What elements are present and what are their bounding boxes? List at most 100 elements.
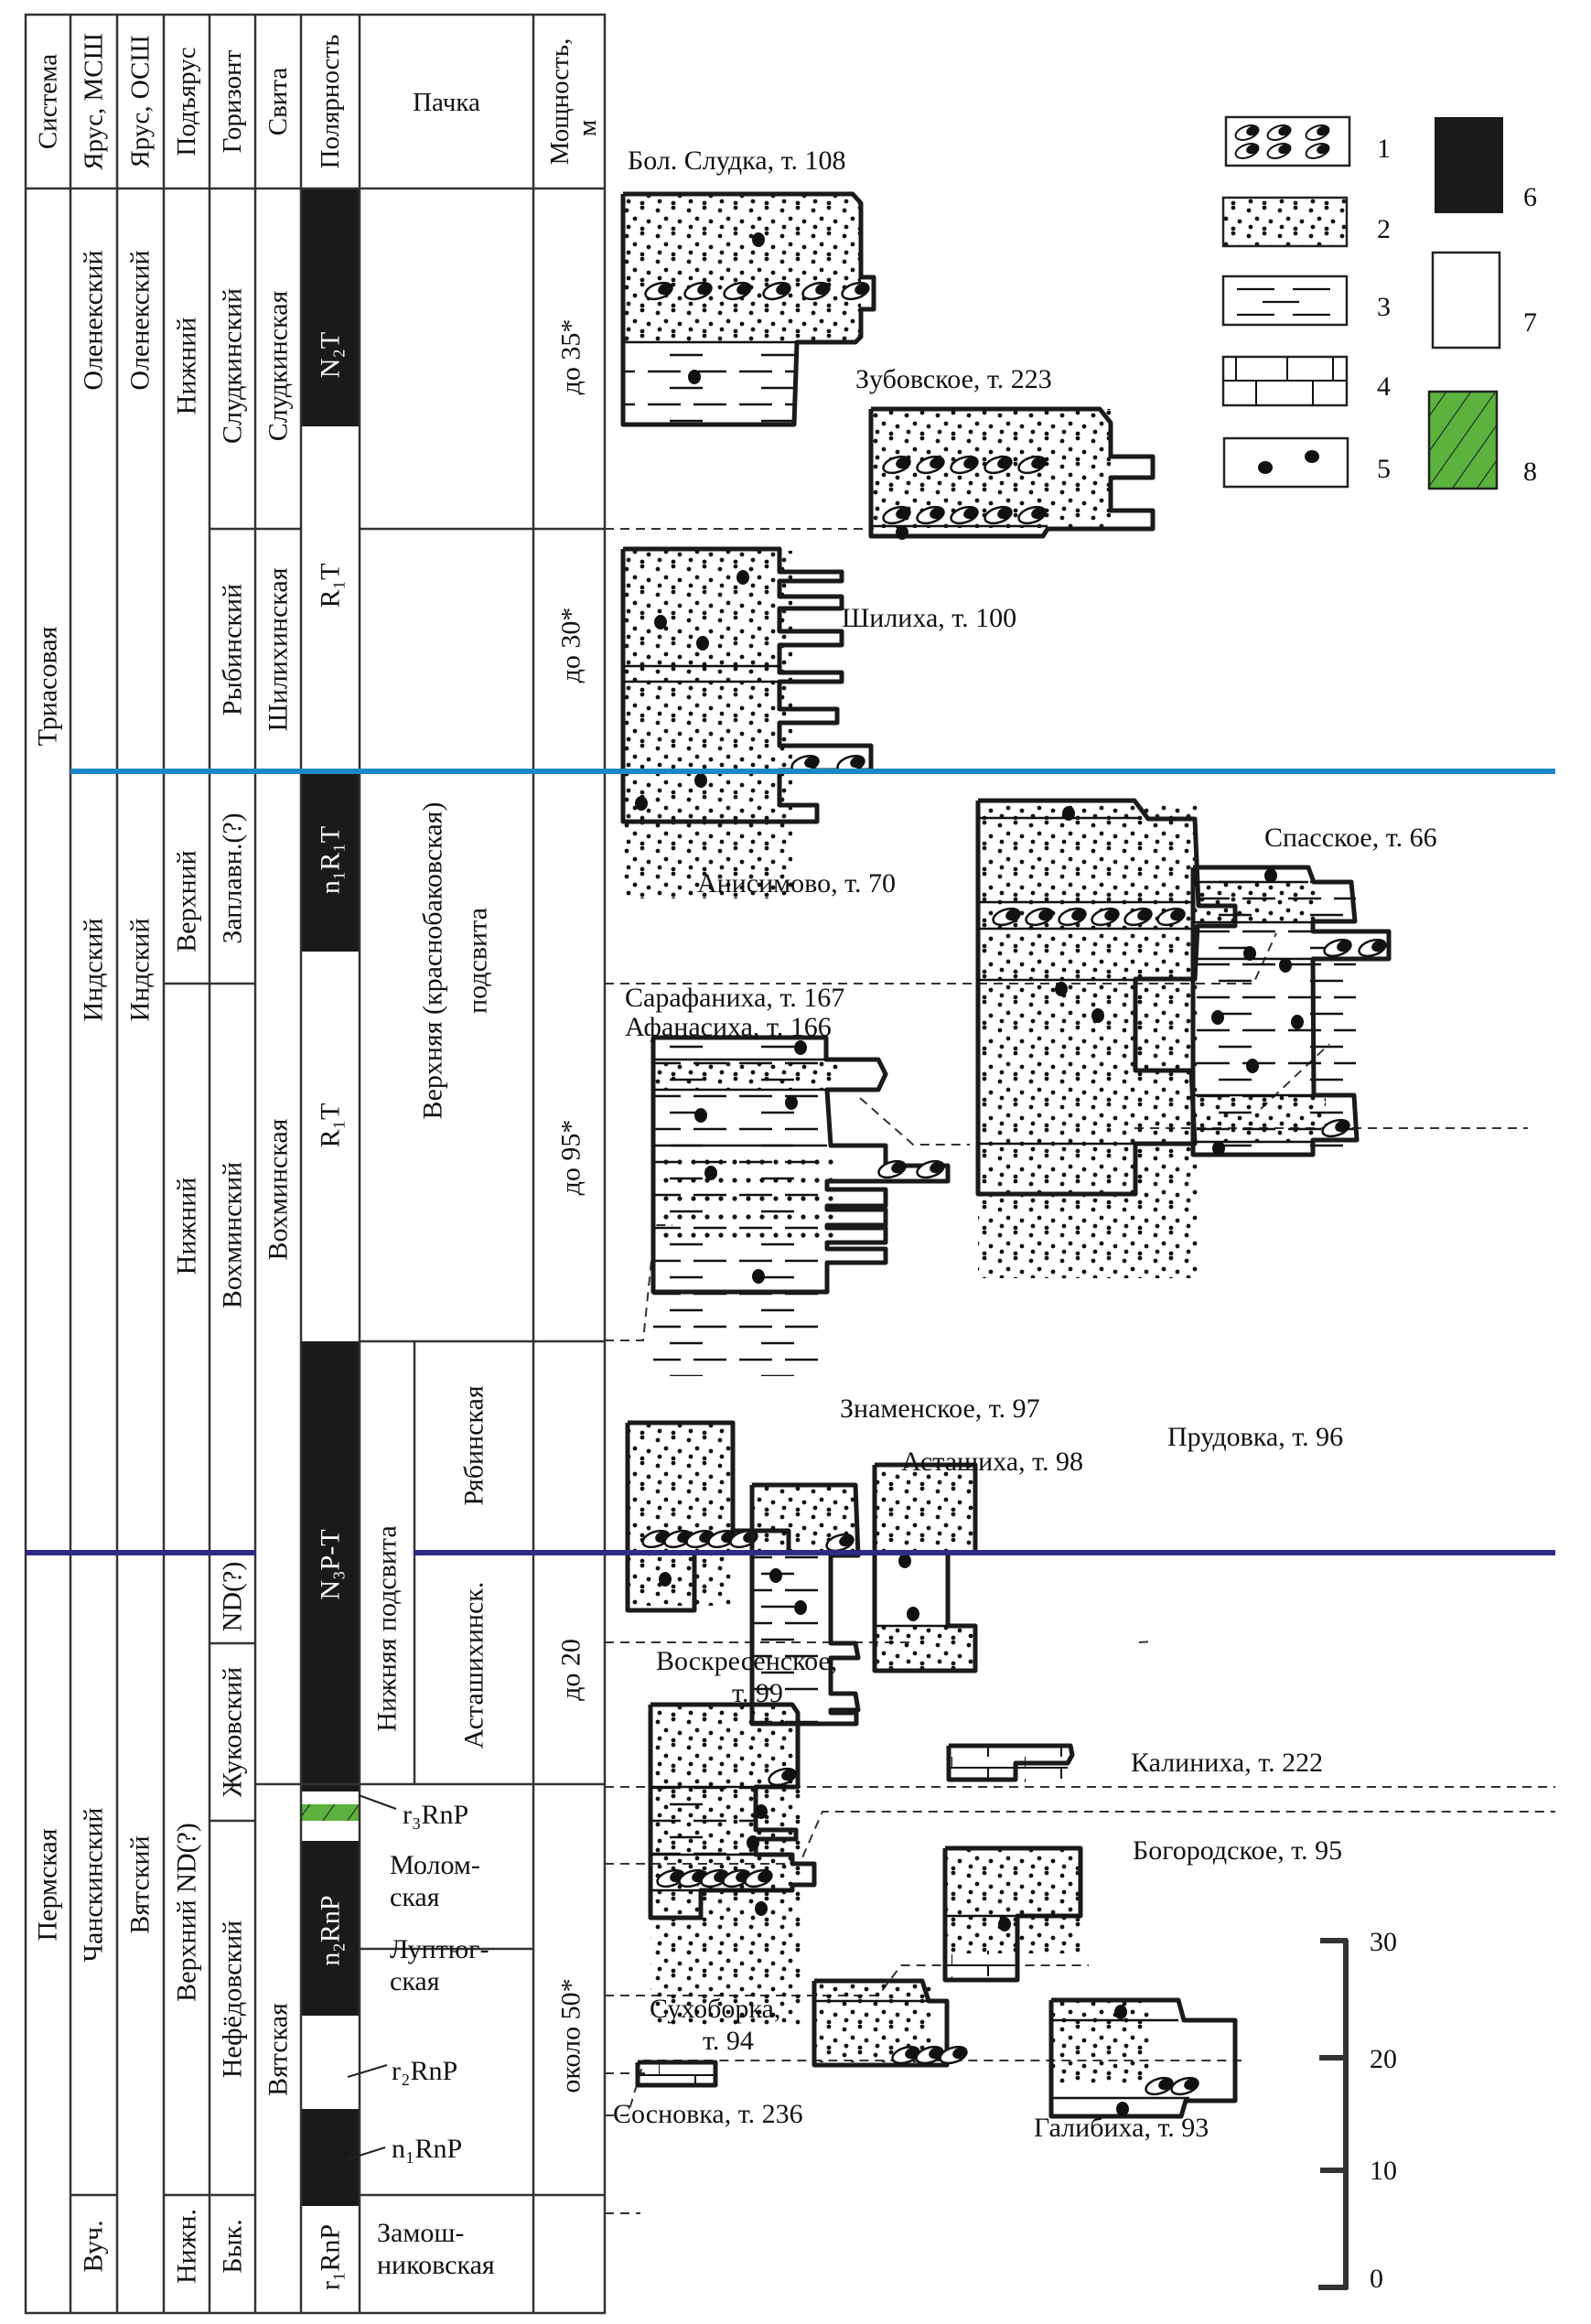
svg-text:4: 4 <box>1377 371 1391 402</box>
polarity-label: r₁RnP <box>316 2224 346 2290</box>
lens-fill <box>1278 125 1291 136</box>
nodule-icon <box>794 1040 807 1055</box>
section-sukhoborka <box>812 1978 950 2068</box>
conglomerate-lens-icon <box>1234 124 1330 159</box>
nodule-icon <box>769 1568 782 1583</box>
pachka-luptyugskaya: Луптюг- <box>390 1934 489 1964</box>
column-header: Горизонт <box>218 49 247 153</box>
polarity-interval-reversed <box>301 2206 360 2313</box>
horizon-rybinsky: Рыбинский <box>218 584 248 715</box>
nodule-icon <box>794 1600 807 1615</box>
nodule-icon <box>755 1901 768 1916</box>
scale-label-20: 20 <box>1370 2044 1397 2074</box>
section-label-shilikha: Шилиха, т. 100 <box>842 603 1016 633</box>
conglomerate-lens-icon <box>882 455 1047 475</box>
nodule-icon <box>1212 1141 1225 1156</box>
lens-fill <box>1246 144 1259 155</box>
horizon-sludkinsky: Слудкинский <box>218 288 248 444</box>
system-permian: Пермская <box>33 1828 63 1941</box>
legend-item-6: 6 <box>1435 117 1537 213</box>
correlation-line <box>605 932 1277 984</box>
sections <box>620 191 1392 2119</box>
section-label-voskresenskoe-point: т. 99 <box>732 1678 783 1708</box>
section-sosnovka <box>638 2062 715 2084</box>
substage-lower: Нижний <box>172 317 202 415</box>
conglomerate-lens-icon <box>992 907 1186 927</box>
legend-item-2: 2 <box>1221 196 1391 248</box>
horizon-nefedovsky: Нефёдовский <box>218 1921 248 2078</box>
section-prudovka <box>875 1465 975 1552</box>
nodule-icon <box>704 1166 717 1180</box>
horizon-byk: Бык. <box>218 2219 248 2273</box>
legend-item-4: 4 <box>1221 355 1391 407</box>
nodule-icon <box>635 796 648 811</box>
section-spasskoe-sand-bot <box>1193 1095 1326 1141</box>
section-labels: Бол. Слудка, т. 108 Зубовское, т. 223 Ши… <box>613 145 1437 2143</box>
conglomerate-lens-icon <box>1321 1118 1350 1138</box>
nodule-icon <box>694 1108 707 1123</box>
conglomerate-lens-icon <box>644 281 870 301</box>
section-shilikha <box>623 551 792 898</box>
section-galibikha <box>1048 1997 1238 2119</box>
correlation-line <box>859 1097 970 1146</box>
polarity-interval-reversed <box>301 426 360 771</box>
stage-msh-wuch: Вуч. <box>79 2220 109 2272</box>
svita-vokhminskaya: Вохминская <box>263 1118 294 1260</box>
callout-leader <box>347 2064 388 2078</box>
substage-lower-short: Нижн. <box>172 2209 202 2284</box>
polarity-callout: r₂RnP <box>392 2056 457 2086</box>
nodule-icon <box>696 636 709 651</box>
nodule-icon <box>688 370 701 384</box>
polarity-label: n₁R₁T <box>316 826 346 894</box>
nodule-icon <box>1062 806 1075 821</box>
lens-fill <box>1246 125 1259 136</box>
section-bol-sludka-sand <box>623 194 861 342</box>
thickness-value: до 20 <box>556 1639 586 1701</box>
legend-item-3: 3 <box>1221 274 1391 327</box>
pachka-upper: Верхняя (краснобаковская) <box>418 802 448 1120</box>
section-label-sarafanikha: Сарафаниха, т. 167 <box>625 983 844 1013</box>
thickness-value: до 30* <box>556 608 586 683</box>
section-prudovka-sand2 <box>875 1627 975 1670</box>
nodule-icon <box>898 1554 911 1568</box>
svg-text:6: 6 <box>1523 182 1537 212</box>
section-label-voskresenskoe: Воскресенское, <box>656 1646 837 1676</box>
callout-leader <box>358 1794 397 1810</box>
nodule-icon <box>1243 946 1256 961</box>
section-label-spasskoe: Спасское, т. 66 <box>1264 823 1437 853</box>
substage-upper: Верхний <box>172 850 202 952</box>
section-astashikha-lower <box>752 1553 830 1731</box>
section-spasskoe <box>1190 865 1392 1157</box>
section-zubovskoe <box>868 406 1156 539</box>
chronostratigraphic-boundaries <box>26 769 1555 1555</box>
stage-msh-changhsingian: Чанскинский <box>79 1808 109 1963</box>
legend-item-8: 8 <box>1427 390 1537 490</box>
thickness-value: до 95* <box>556 1120 586 1196</box>
nodule-icon <box>755 1804 768 1819</box>
substage-lower: Нижний <box>172 1178 202 1275</box>
svg-text:8: 8 <box>1523 457 1537 487</box>
section-label-galibikha: Галибиха, т. 93 <box>1034 2113 1209 2143</box>
nodule-icon <box>1116 2102 1129 2116</box>
section-label-sosnovka: Сосновка, т. 236 <box>613 2099 803 2129</box>
legend: 1 2 3 4 5 <box>1221 115 1537 490</box>
svg-text:7: 7 <box>1523 307 1537 338</box>
section-sarafanikha <box>650 1035 951 1295</box>
polarity-interval-normal <box>301 1341 360 1791</box>
svita-shilikhinskaya: Шилихинская <box>263 567 294 731</box>
polarity-interval-reversed <box>301 1791 360 1804</box>
lens-fill <box>1278 144 1291 155</box>
svg-text:3: 3 <box>1377 292 1391 322</box>
section-label-sukhoborka: Сухоборка, <box>650 1994 780 2024</box>
nodule-icon <box>752 232 765 247</box>
scale-label-10: 10 <box>1370 2156 1397 2186</box>
column-header: Система <box>34 54 63 149</box>
stage-msh-olenekian: Оленекский <box>79 250 109 390</box>
stage-osh-induan: Индский <box>125 919 156 1022</box>
polarity-label: n₂RnP <box>316 1895 346 1965</box>
callout-leader <box>347 2146 386 2160</box>
conglomerate-lens-icon <box>877 1159 945 1179</box>
nodule-icon <box>694 773 707 788</box>
column-header-unit: м <box>573 120 602 136</box>
